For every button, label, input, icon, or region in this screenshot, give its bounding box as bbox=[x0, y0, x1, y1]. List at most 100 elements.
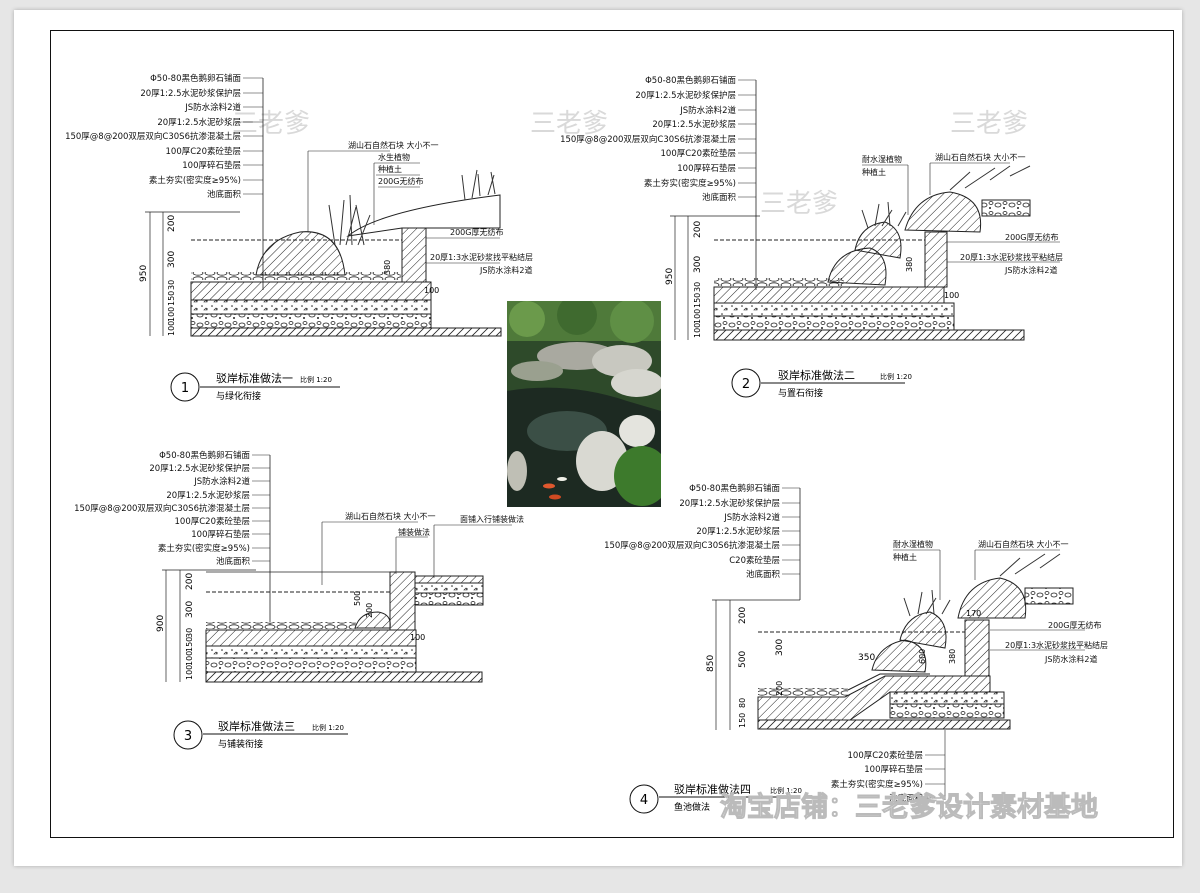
section-3-label-8: 素土夯实(密实度≥95%) bbox=[158, 543, 250, 554]
section-4-title: 驳岸标准做法四 bbox=[674, 782, 751, 796]
section-4-label-4: 20厚1:2.5水泥砂浆层 bbox=[696, 526, 780, 537]
section-4-dim-10: 170 bbox=[966, 609, 981, 618]
section-1-label-2: 20厚1:2.5水泥砂浆保护层 bbox=[140, 88, 241, 99]
section-3-label-5: 150厚@8@200双层双向C30S6抗渗混凝土层 bbox=[74, 503, 250, 514]
section-2-label-6: 100厚C20素砼垫层 bbox=[661, 148, 736, 159]
section-3-dim-1: 200 bbox=[185, 573, 195, 590]
section-1-right-label-1: 200G厚无纺布 bbox=[450, 227, 503, 237]
section-2-dim-7: 100 bbox=[693, 323, 702, 338]
section-4-right-label-2: 20厚1:3水泥砂浆找平粘结层 bbox=[1005, 640, 1108, 650]
section-4-label-2: 20厚1:2.5水泥砂浆保护层 bbox=[679, 498, 780, 509]
section-1-title: 驳岸标准做法一 bbox=[216, 371, 293, 385]
section-3-dim-6: 100 bbox=[185, 651, 194, 666]
section-1-top-label-1: 湖山石自然石块 大小不一 bbox=[348, 140, 439, 150]
section-2-title: 驳岸标准做法二 bbox=[778, 368, 855, 382]
section-2-dim-6: 100 bbox=[693, 309, 702, 324]
section-1-dim-6: 100 bbox=[167, 307, 176, 322]
section-1-label-3: JS防水涂料2道 bbox=[184, 102, 241, 113]
section-4-dim-1: 200 bbox=[738, 607, 748, 624]
section-3-title-block: 3 驳岸标准做法三 比例 1:20 与铺装衔接 bbox=[173, 719, 348, 750]
section-1-right-label-3: JS防水涂料2道 bbox=[479, 265, 533, 275]
section-4-label-5: 150厚@8@200双层双向C30S6抗渗混凝土层 bbox=[604, 540, 780, 551]
section-2-label-4: 20厚1:2.5水泥砂浆层 bbox=[652, 119, 736, 130]
section-3-title: 驳岸标准做法三 bbox=[218, 719, 295, 733]
section-3-label-9: 池底面积 bbox=[216, 556, 251, 567]
section-2-label-5: 150厚@8@200双层双向C30S6抗渗混凝土层 bbox=[560, 134, 736, 145]
section-4-bottom-label-1: 100厚C20素砼垫层 bbox=[848, 750, 923, 761]
section-2-subtitle: 与置石衔接 bbox=[778, 387, 823, 399]
section-4-label-3: JS防水涂料2道 bbox=[723, 512, 780, 523]
section-3-label-6: 100厚C20素砼垫层 bbox=[175, 516, 250, 527]
section-1-dim-7: 100 bbox=[167, 321, 176, 336]
section-3-label-4: 20厚1:2.5水泥砂浆层 bbox=[166, 490, 250, 501]
section-4-dim-7: 350 bbox=[858, 653, 875, 663]
section-4-top-label-2: 种植土 bbox=[893, 552, 917, 562]
section-2-label-9: 池底面积 bbox=[702, 192, 737, 203]
section-4-top-label-1: 耐水湿植物 bbox=[893, 539, 933, 549]
section-4-dim-3: 850 bbox=[706, 655, 716, 672]
section-2-right-label-1: 200G厚无纺布 bbox=[1005, 232, 1058, 242]
section-2-top-label-1: 耐水湿植物 bbox=[862, 154, 902, 164]
section-1-subtitle: 与绿化衔接 bbox=[216, 390, 261, 402]
section-4-title-block: 4 驳岸标准做法四 比例 1:20 鱼池做法 bbox=[629, 782, 802, 814]
section-4-right-label-1: 200G厚无纺布 bbox=[1048, 620, 1101, 630]
section-2-top-label-2: 种植土 bbox=[862, 167, 886, 177]
section-1-dim-8: 380 bbox=[383, 260, 392, 275]
section-4-bottom-label-3: 素土夯实(密实度≥95%) bbox=[831, 779, 923, 790]
section-2-label-1: Φ50-80黑色鹅卵石铺面 bbox=[645, 75, 736, 86]
section-2-top-label-3: 湖山石自然石块 大小不一 bbox=[935, 152, 1026, 162]
section-3-drawing: 200 300 900 30 150 100 100 500 200 100 bbox=[156, 454, 512, 683]
watermark-brand-3: 三老爹 bbox=[760, 189, 838, 219]
section-4-subtitle: 鱼池做法 bbox=[674, 801, 710, 813]
section-4-dim-4: 80 bbox=[738, 698, 747, 708]
section-3-dim-3: 900 bbox=[156, 615, 166, 632]
section-4-number: 4 bbox=[640, 793, 648, 808]
section-1-label-1: Φ50-80黑色鹅卵石铺面 bbox=[150, 73, 241, 84]
section-1-dim-3: 950 bbox=[139, 265, 149, 282]
section-4-dim-11: 200 bbox=[775, 681, 784, 696]
section-3-label-3: JS防水涂料2道 bbox=[193, 476, 250, 487]
section-3-subtitle: 与铺装衔接 bbox=[218, 738, 263, 750]
section-1-dim-1: 200 bbox=[167, 215, 177, 232]
section-3-scale: 比例 1:20 bbox=[312, 723, 344, 732]
section-2-number: 2 bbox=[742, 377, 750, 392]
section-4-dim-5: 150 bbox=[738, 713, 747, 728]
section-4-drawing: 200 500 850 80 150 300 350 600 380 170 2… bbox=[706, 487, 1085, 800]
section-3-dim-10: 100 bbox=[410, 633, 425, 642]
section-1-top-label-3: 种植土 bbox=[378, 164, 402, 174]
section-1-label-6: 100厚C20素砼垫层 bbox=[166, 146, 241, 157]
section-2-dim-1: 200 bbox=[693, 221, 703, 238]
section-3-label-1: Φ50-80黑色鹅卵石铺面 bbox=[159, 450, 250, 461]
section-4-dim-9: 380 bbox=[948, 649, 957, 664]
section-2-right-label-2: 20厚1:3水泥砂浆找平粘结层 bbox=[960, 252, 1063, 262]
section-3-dim-4: 30 bbox=[185, 628, 194, 638]
watermark-brand-4: 三老爹 bbox=[232, 109, 310, 139]
section-3-top-label-2: 铺装做法 bbox=[398, 527, 430, 537]
section-4-right-label-3: JS防水涂料2道 bbox=[1044, 654, 1098, 664]
section-1-dim-4: 30 bbox=[167, 280, 176, 290]
section-2-dim-4: 30 bbox=[693, 282, 702, 292]
section-1-top-label-2: 水生植物 bbox=[378, 152, 410, 162]
section-2-label-8: 素土夯实(密实度≥95%) bbox=[644, 178, 736, 189]
section-4-label-7: 池底面积 bbox=[746, 569, 781, 580]
section-3-number: 3 bbox=[184, 729, 192, 744]
section-2-drawing: 200 300 950 30 150 100 100 380 100 bbox=[665, 79, 1060, 341]
section-1-scale: 比例 1:20 bbox=[300, 375, 332, 384]
section-1-label-7: 100厚碎石垫层 bbox=[182, 160, 241, 171]
section-1-dim-2: 300 bbox=[167, 251, 177, 268]
section-1-top-label-4: 200G无纺布 bbox=[378, 176, 423, 186]
section-1-dim-5: 150 bbox=[167, 291, 176, 306]
watermark-brand-1: 三老爹 bbox=[530, 109, 608, 139]
section-4-dim-6: 300 bbox=[775, 639, 785, 656]
section-3-dim-8: 500 bbox=[353, 591, 362, 606]
section-3-dim-5: 150 bbox=[185, 637, 194, 652]
section-2-label-2: 20厚1:2.5水泥砂浆保护层 bbox=[635, 90, 736, 101]
section-2-scale: 比例 1:20 bbox=[880, 372, 912, 381]
watermark-shop: 淘宝店铺：三老爹设计素材基地 bbox=[720, 791, 1098, 823]
section-2-dim-2: 300 bbox=[693, 256, 703, 273]
section-1-dim-9: 100 bbox=[424, 286, 439, 295]
section-4-scale: 比例 1:20 bbox=[770, 786, 802, 795]
section-3-dim-9: 200 bbox=[365, 603, 374, 618]
section-4-bottom-label-2: 100厚碎石垫层 bbox=[864, 764, 923, 775]
